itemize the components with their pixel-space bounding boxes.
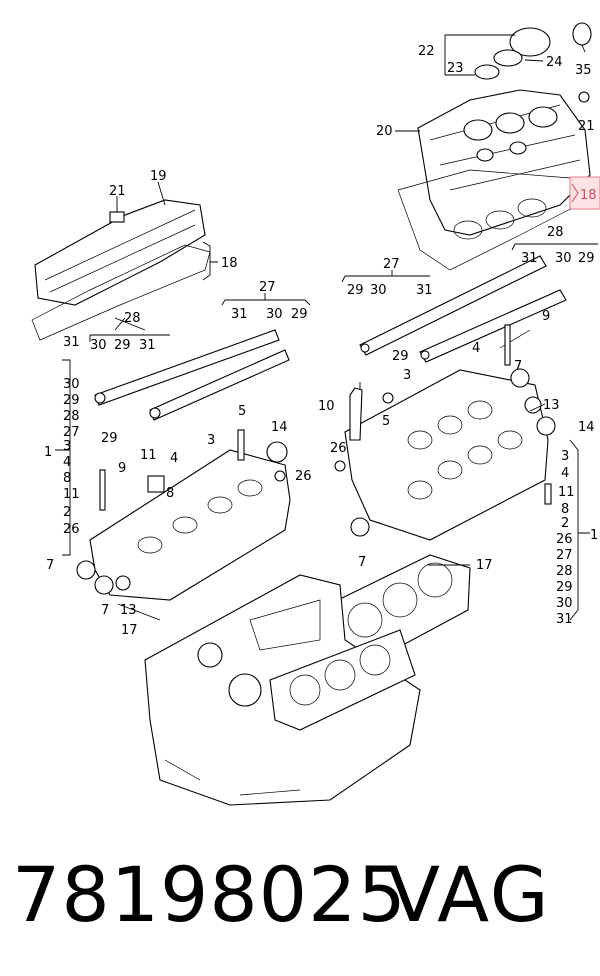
callout-10: 10 bbox=[318, 399, 335, 414]
callout-5: 5 bbox=[382, 414, 390, 429]
list-right-1: 1 bbox=[590, 528, 598, 543]
callout-29: 29 bbox=[101, 431, 118, 446]
callout-11: 11 bbox=[140, 448, 157, 463]
callout-5: 5 bbox=[238, 404, 246, 419]
callout-4: 4 bbox=[170, 451, 178, 466]
callout-20: 20 bbox=[376, 124, 393, 139]
hardware bbox=[99, 324, 552, 511]
list-right-3: 3 bbox=[561, 449, 569, 464]
callout-31: 31 bbox=[416, 283, 433, 298]
callout-labels: 21 19 18 28 30 29 31 27 31 30 29 22 24 2… bbox=[44, 44, 600, 638]
list-left-3: 3 bbox=[63, 439, 71, 454]
callout-29: 29 bbox=[291, 307, 308, 322]
list-left-27: 27 bbox=[63, 425, 80, 440]
right-camshafts bbox=[359, 255, 567, 363]
list-left-4: 4 bbox=[63, 455, 71, 470]
callout-13: 13 bbox=[543, 398, 560, 413]
callout-29: 29 bbox=[114, 338, 131, 353]
left-camshafts bbox=[94, 329, 290, 421]
callout-17: 17 bbox=[476, 558, 493, 573]
left-valve-cover bbox=[34, 199, 206, 306]
list-right-29: 29 bbox=[556, 580, 573, 595]
callout-26: 26 bbox=[295, 469, 312, 484]
list-right-26: 26 bbox=[556, 532, 573, 547]
highlight-marker bbox=[569, 176, 600, 210]
oil-filler-cap bbox=[474, 22, 592, 103]
callout-7: 7 bbox=[101, 603, 109, 618]
callout-14: 14 bbox=[271, 420, 288, 435]
list-left-29: 29 bbox=[63, 393, 80, 408]
callout-31: 31 bbox=[521, 251, 538, 266]
callout-21: 21 bbox=[109, 184, 126, 199]
list-left-30: 30 bbox=[63, 377, 80, 392]
callout-27: 27 bbox=[259, 280, 276, 295]
callout-14: 14 bbox=[578, 420, 595, 435]
left-valve-cover-gasket bbox=[31, 244, 211, 341]
callout-18: 18 bbox=[221, 256, 238, 271]
callout-26: 26 bbox=[330, 441, 347, 456]
callout-13: 13 bbox=[120, 603, 137, 618]
list-right-31: 31 bbox=[556, 612, 573, 627]
list-right-11: 11 bbox=[558, 485, 575, 500]
engine-block bbox=[144, 574, 421, 806]
callout-17: 17 bbox=[121, 623, 138, 638]
callout-22: 22 bbox=[418, 44, 435, 59]
callout-3: 3 bbox=[207, 433, 215, 448]
callout-3: 3 bbox=[403, 368, 411, 383]
brand-name: VAG bbox=[388, 850, 551, 939]
right-valve-cover-gasket bbox=[397, 169, 579, 271]
left-cylinder-head bbox=[76, 441, 291, 601]
callout-30: 30 bbox=[370, 283, 387, 298]
list-left-31: 31 bbox=[63, 335, 80, 350]
footer: 78198025 VAG bbox=[0, 850, 600, 960]
callout-21: 21 bbox=[578, 119, 595, 134]
callout-28: 28 bbox=[547, 225, 564, 240]
list-right-2: 2 bbox=[561, 516, 569, 531]
list-right-30: 30 bbox=[556, 596, 573, 611]
callout-7: 7 bbox=[358, 555, 366, 570]
callout-31: 31 bbox=[231, 307, 248, 322]
callout-29: 29 bbox=[392, 349, 409, 364]
callout-29: 29 bbox=[347, 283, 364, 298]
right-cylinder-head bbox=[344, 368, 556, 541]
callout-18-highlighted: 18 bbox=[580, 188, 597, 203]
right-valve-cover bbox=[417, 89, 591, 236]
callout-24: 24 bbox=[546, 55, 563, 70]
callout-29: 29 bbox=[578, 251, 595, 266]
callout-30: 30 bbox=[266, 307, 283, 322]
list-left-8: 8 bbox=[63, 471, 71, 486]
list-right-4: 4 bbox=[561, 466, 569, 481]
callout-27: 27 bbox=[383, 257, 400, 272]
list-left-1: 1 bbox=[44, 445, 52, 460]
callout-9: 9 bbox=[118, 461, 126, 476]
leader-lines bbox=[55, 34, 598, 621]
callout-19: 19 bbox=[150, 169, 167, 184]
callout-31: 31 bbox=[139, 338, 156, 353]
list-right-27: 27 bbox=[556, 548, 573, 563]
list-left-2: 2 bbox=[63, 505, 71, 520]
list-right-28: 28 bbox=[556, 564, 573, 579]
callout-35: 35 bbox=[575, 63, 592, 78]
callout-7: 7 bbox=[46, 558, 54, 573]
callout-9: 9 bbox=[542, 309, 550, 324]
list-left-11: 11 bbox=[63, 487, 80, 502]
list-left-26: 26 bbox=[63, 522, 80, 537]
callout-30: 30 bbox=[555, 251, 572, 266]
list-left-28: 28 bbox=[63, 409, 80, 424]
callout-30: 30 bbox=[90, 338, 107, 353]
callout-8: 8 bbox=[166, 486, 174, 501]
callout-7: 7 bbox=[514, 359, 522, 374]
exploded-parts-diagram: 21 19 18 28 30 29 31 27 31 30 29 22 24 2… bbox=[31, 22, 600, 806]
part-number: 78198025 bbox=[12, 850, 407, 939]
callout-28: 28 bbox=[124, 311, 141, 326]
callout-4: 4 bbox=[472, 341, 480, 356]
list-right-8: 8 bbox=[561, 502, 569, 517]
callout-23: 23 bbox=[447, 61, 464, 76]
